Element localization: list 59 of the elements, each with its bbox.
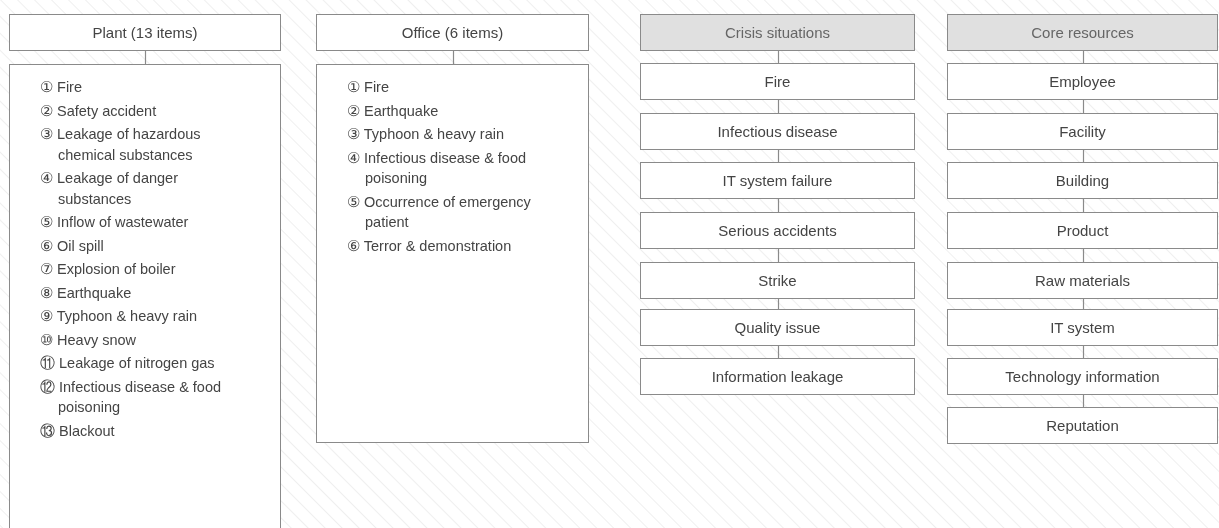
category-header-box [640, 14, 915, 51]
item-box [640, 262, 915, 299]
list-item: ① Fire [347, 78, 390, 97]
list-item: ⑦ Explosion of boiler [40, 260, 177, 279]
list-item: ⑤ Inflow of wastewater [40, 213, 190, 232]
list-box [9, 64, 281, 528]
list-item: ⑨ Typhoon & heavy rain [40, 307, 199, 326]
item-box [947, 162, 1218, 199]
list-item: ① Fire [40, 78, 83, 97]
list-item: ③ Leakage of hazardous chemical substances [40, 125, 202, 165]
item-box [947, 262, 1218, 299]
header-box [9, 14, 281, 51]
box-label: Crisis situations [725, 24, 830, 41]
box-label: Infectious disease [717, 123, 838, 140]
item-box [947, 407, 1218, 444]
box-label: Technology information [1005, 368, 1160, 385]
box-label: Information leakage [711, 368, 844, 385]
box-label: Facility [1059, 123, 1106, 140]
item-box [640, 309, 915, 346]
item-box [640, 162, 915, 199]
item-box [947, 212, 1218, 249]
box-label: Serious accidents [718, 222, 837, 239]
box-label: Reputation [1046, 417, 1119, 434]
box-label: Building [1055, 172, 1110, 189]
list-item: ⑬ Blackout [40, 421, 116, 441]
box-label: Raw materials [1035, 272, 1130, 289]
item-box [947, 63, 1218, 100]
list-box [316, 64, 589, 443]
box-label: Strike [758, 272, 797, 289]
item-box [640, 358, 915, 395]
box-label: Core resources [1031, 24, 1134, 41]
list-item: ③ Typhoon & heavy rain [347, 125, 506, 144]
list-item: ⑧ Earthquake [40, 283, 133, 303]
list-item: ④ Infectious disease & food poisoning [347, 148, 528, 188]
category-header-box [947, 14, 1218, 51]
item-box [640, 63, 915, 100]
item-box [640, 113, 915, 150]
list-item: ⑥ Terror & demonstration [347, 236, 513, 256]
box-label: Product [1056, 222, 1109, 239]
box-label: Plant (13 items) [92, 24, 198, 41]
list-item: ⑥ Oil spill [40, 236, 105, 256]
header-box [316, 14, 589, 51]
box-label: Office (6 items) [401, 24, 504, 41]
list-item: ⑩ Heavy snow [40, 330, 137, 350]
list-item: ⑫ Infectious disease & food poisoning [40, 377, 223, 417]
box-label: Fire [764, 73, 791, 90]
item-box [640, 212, 915, 249]
item-box [947, 113, 1218, 150]
list-item: ⑪ Leakage of nitrogen gas [40, 354, 216, 373]
box-label: IT system failure [722, 172, 833, 189]
list-item: ② Safety accident [40, 101, 158, 121]
list-item: ⑤ Occurrence of emergency patient [347, 192, 532, 232]
item-box [947, 309, 1218, 346]
box-label: Quality issue [734, 319, 821, 336]
item-box [947, 358, 1218, 395]
box-label: Employee [1049, 73, 1116, 90]
box-label: IT system [1050, 319, 1115, 336]
list-item: ④ Leakage of danger substances [40, 169, 179, 209]
list-item: ② Earthquake [347, 101, 440, 121]
